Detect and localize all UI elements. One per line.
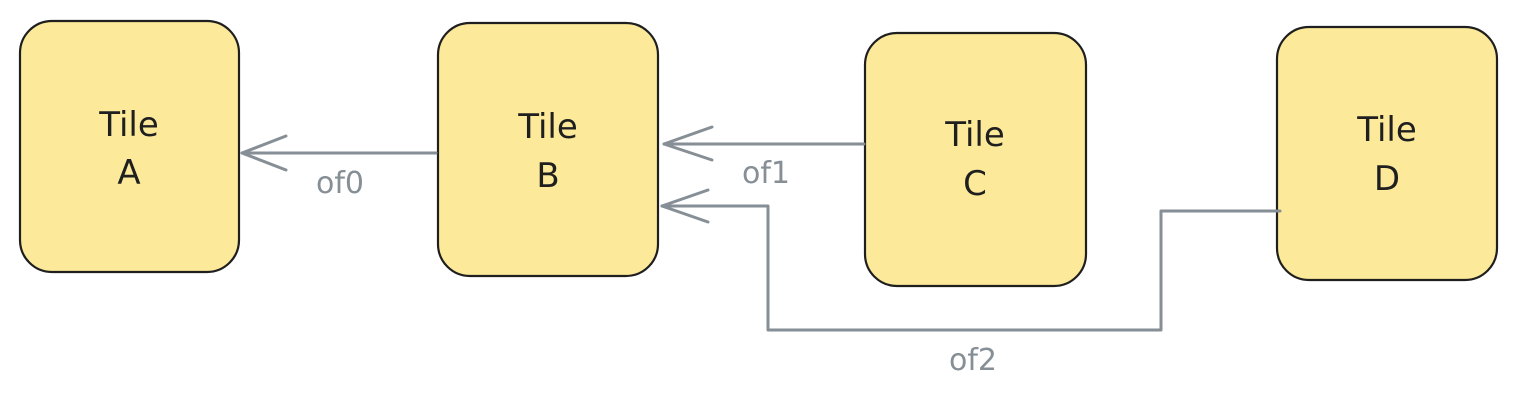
tile-b-label-line2: B <box>536 156 559 196</box>
edge-of0-label: of0 <box>316 166 364 201</box>
tile-b-box <box>436 21 660 278</box>
tile-a-label-line2: A <box>117 153 140 193</box>
tile-a-label-line1: Tile <box>98 105 159 145</box>
edge-of2-line <box>660 204 1282 332</box>
tile-d-box <box>1275 25 1499 282</box>
edge-of0[interactable]: of0 <box>240 134 438 201</box>
tile-c-box <box>863 31 1088 288</box>
edge-of2-arrowhead <box>660 188 710 224</box>
tile-c-label-line2: C <box>963 164 987 204</box>
edge-of1-arrowhead <box>662 125 714 162</box>
edge-of1-label: of1 <box>742 156 790 191</box>
edge-of1[interactable]: of1 <box>662 125 866 191</box>
tile-c-label-line1: Tile <box>944 115 1005 155</box>
tile-d-label-line1: Tile <box>1356 110 1417 150</box>
tile-c[interactable]: Tile C <box>863 31 1088 288</box>
tile-a[interactable]: Tile A <box>18 19 241 274</box>
tile-d[interactable]: Tile D <box>1275 25 1499 282</box>
tile-a-box <box>18 19 241 274</box>
tile-b-label-line1: Tile <box>517 107 578 147</box>
tile-b[interactable]: Tile B <box>436 21 660 278</box>
edge-of2[interactable]: of2 <box>660 188 1282 378</box>
edge-of2-label: of2 <box>949 343 997 378</box>
tile-d-label-line2: D <box>1374 159 1400 199</box>
edge-of0-arrowhead <box>240 134 288 172</box>
